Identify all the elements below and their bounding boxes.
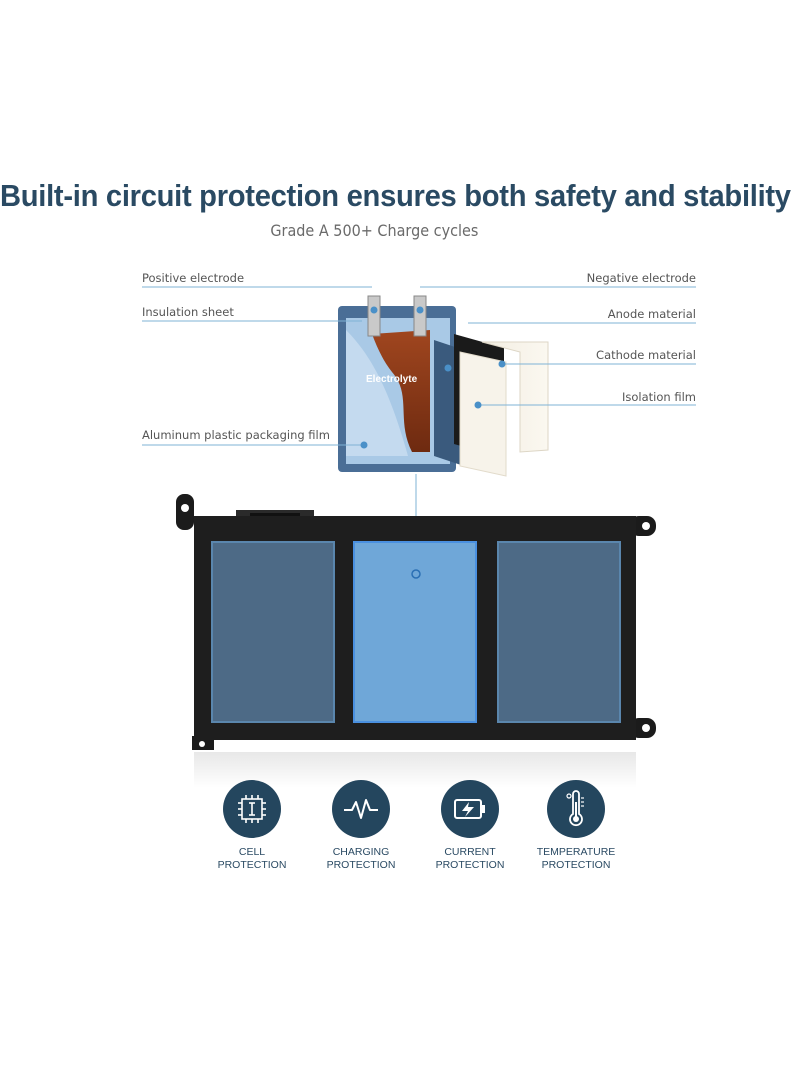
cell-protection-line1: CELL xyxy=(238,846,266,858)
label-cathode-material: Cathode material xyxy=(596,348,696,362)
headline: Built-in circuit protection ensures both… xyxy=(0,178,791,213)
battery-pack xyxy=(176,494,656,750)
cell-protection: CELL PROTECTION xyxy=(192,780,312,872)
temperature-protection: TEMPERATURE PROTECTION xyxy=(516,780,636,872)
charging-protection-line2: PROTECTION xyxy=(326,859,396,871)
current-protection-line1: CURRENT xyxy=(444,846,496,858)
current-protection-line2: PROTECTION xyxy=(435,859,505,871)
label-anode-material: Anode material xyxy=(607,307,696,321)
thermometer-icon xyxy=(547,780,605,838)
label-isolation-film: Isolation film xyxy=(622,390,696,404)
label-positive-electrode: Positive electrode xyxy=(142,271,245,285)
leader-dots xyxy=(360,306,506,449)
battery-diagram: Electrolyte xyxy=(142,286,696,788)
temperature-protection-line2: PROTECTION xyxy=(541,859,611,871)
battery-bolt-icon xyxy=(441,780,499,838)
charging-protection: CHARGING PROTECTION xyxy=(301,780,421,872)
current-protection: CURRENT PROTECTION xyxy=(410,780,530,872)
label-negative-electrode: Negative electrode xyxy=(586,271,696,285)
subheadline: Grade A 500+ Charge cycles xyxy=(270,221,479,240)
temperature-protection-line1: TEMPERATURE xyxy=(536,846,616,858)
label-insulation-sheet: Insulation sheet xyxy=(142,305,234,319)
chip-icon xyxy=(223,780,281,838)
cell-protection-line2: PROTECTION xyxy=(217,859,287,871)
label-aluminum-film: Aluminum plastic packaging film xyxy=(142,428,330,442)
charging-protection-line1: CHARGING xyxy=(332,846,390,858)
electrolyte-label: Electrolyte xyxy=(366,374,418,385)
pouch-cell xyxy=(338,295,549,477)
waveform-icon xyxy=(332,780,390,838)
